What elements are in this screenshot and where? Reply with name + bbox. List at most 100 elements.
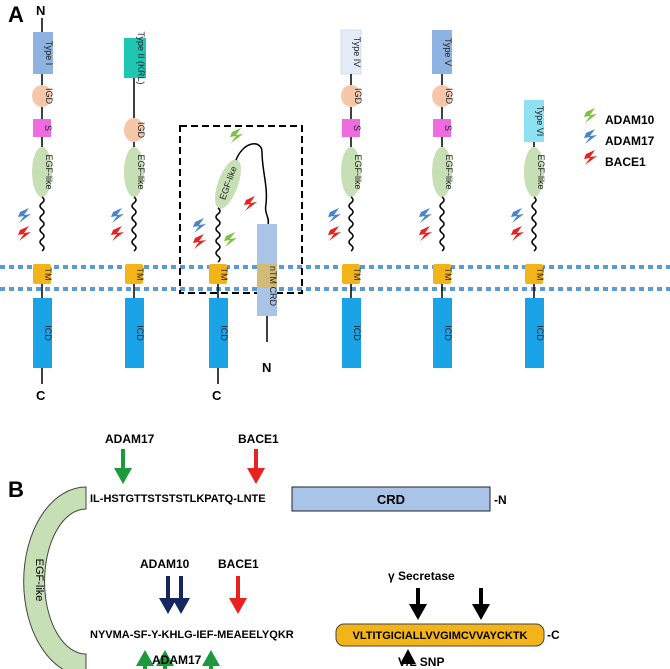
gamma-secretase-label: γ Secretase	[388, 569, 455, 583]
egf-like-arc-label: EGF-like	[33, 559, 45, 602]
egf-like-domain	[432, 147, 452, 197]
bace1-legend-icon	[584, 150, 597, 165]
icd-label: ICD	[219, 325, 229, 341]
isoform-type-ii: Type II (KRL) IGD EGF-like TM ICD	[111, 31, 146, 368]
tm-label: TM	[219, 268, 229, 281]
ntm-crd-label: nTM CRD	[268, 266, 278, 306]
igd-domain	[432, 85, 452, 107]
egf-label: EGF-like	[136, 154, 146, 189]
panel-a-label: A	[8, 2, 24, 27]
egf-like-domain	[124, 147, 144, 197]
adam17-bolt-icon	[328, 208, 341, 223]
adam10-legend-icon	[584, 108, 597, 123]
protease-legend: ADAM10 ADAM17 BACE1	[584, 108, 655, 169]
type-iii-dashed-box	[179, 125, 303, 294]
icd-label: ICD	[535, 325, 545, 341]
type-label: Type II (KRL)	[136, 31, 146, 84]
egf-label: EGF-like	[444, 154, 454, 189]
icd-domain	[525, 298, 544, 368]
tm-domain	[209, 264, 227, 284]
egf-label: EGF-like	[536, 154, 546, 189]
isoform-type-i: N Type I IGD S EGF-like TM ICD C	[18, 3, 54, 403]
adam17-bolt-icon	[18, 208, 31, 223]
legend-adam10: ADAM10	[605, 113, 655, 127]
bace1-bottom-label: BACE1	[218, 557, 259, 571]
crd-box	[291, 486, 491, 512]
s-label: S	[443, 125, 453, 131]
type-v-box	[432, 30, 452, 74]
tm-domain	[433, 264, 451, 284]
bace1-bolt-icon	[511, 226, 524, 241]
isoform-type-vi: Type VI EGF-like TM ICD	[511, 100, 546, 368]
igd-domain	[32, 85, 52, 107]
tm-label: TM	[443, 268, 453, 281]
adam10-bolt-icon	[230, 128, 243, 143]
igd-label: IGD	[136, 122, 146, 139]
crd-linker	[235, 143, 270, 225]
legend-adam17: ADAM17	[605, 134, 655, 148]
type-label: Type VI	[535, 106, 545, 137]
panel-b-sequence-diagram: EGF-like IL-HSTGTTSTSTSTLKPATQ-LNTE CRD …	[23, 432, 560, 669]
tm-label: TM	[43, 268, 53, 281]
adam17-bolt-icon	[111, 208, 124, 223]
icd-domain	[209, 298, 228, 368]
egf-like-domain	[341, 147, 361, 197]
igd-label: IGD	[444, 88, 454, 105]
adam17-bolt-icon	[511, 208, 524, 223]
type-i-box	[33, 32, 53, 74]
crd-suffix: -N	[494, 493, 507, 507]
adam17-bottom-arrow	[202, 650, 220, 666]
egf-like-domain	[32, 147, 52, 197]
adam10-label: ADAM10	[140, 557, 190, 571]
icd-domain	[433, 298, 452, 368]
tm-domain	[342, 264, 360, 284]
bace1-bolt-icon	[18, 226, 31, 241]
tm-helix	[335, 623, 545, 647]
igd-domain	[341, 85, 361, 107]
tm-label: TM	[535, 268, 545, 281]
bottom-sequence: NYVMA-SF-Y-KHLG-IEF-MEAEELYQKR	[90, 629, 294, 641]
igd-label: IGD	[44, 88, 54, 105]
tm-label: TM	[135, 268, 145, 281]
s-domain	[33, 119, 51, 137]
stalk-linker	[39, 196, 45, 252]
tm-label: TM	[352, 268, 362, 281]
type-label: Type I	[44, 41, 54, 66]
bace1-bolt-icon	[244, 196, 257, 211]
stalk-linker	[215, 207, 221, 263]
bace1-bolt-icon	[193, 234, 206, 249]
isoform-type-v: Type V IGD S EGF-like TM ICD	[419, 30, 454, 368]
tm-sequence: VLTITGICIALLVVGIMCVVAYCKTK	[353, 630, 528, 642]
icd-label: ICD	[443, 325, 453, 341]
s-label: S	[352, 125, 362, 131]
adam17-legend-icon	[584, 129, 597, 144]
adam17-bottom-arrow	[156, 650, 174, 666]
type-label: Type IV	[352, 37, 362, 68]
n-terminus-label: N	[262, 360, 271, 375]
type-label: Type V	[443, 38, 453, 66]
bace1-top-label: BACE1	[238, 432, 279, 446]
bace1-bolt-icon	[419, 226, 432, 241]
n-terminus-label: N	[36, 3, 45, 18]
s-domain	[342, 119, 360, 137]
egf-label: EGF-like	[353, 154, 363, 189]
egf-like-arc	[23, 486, 87, 669]
adam17-top-label: ADAM17	[105, 432, 155, 446]
legend-bace1: BACE1	[605, 155, 646, 169]
type-ii-box	[124, 38, 146, 78]
icd-domain	[33, 298, 52, 368]
icd-domain	[125, 298, 144, 368]
icd-label: ICD	[43, 325, 53, 341]
stalk-linker	[439, 196, 445, 252]
icd-domain	[342, 298, 361, 368]
bace1-bolt-icon	[328, 226, 341, 241]
bace1-bolt-icon	[111, 226, 124, 241]
c-terminus-label: C	[212, 388, 222, 403]
top-sequence: IL-HSTGTTSTSTSTLKPATQ-LNTE	[90, 493, 266, 505]
stalk-linker	[531, 196, 537, 252]
egf-like-domain	[524, 147, 544, 197]
type-vi-box	[524, 100, 544, 142]
egf-like-domain	[215, 159, 241, 209]
tm-suffix: -C	[547, 628, 560, 642]
